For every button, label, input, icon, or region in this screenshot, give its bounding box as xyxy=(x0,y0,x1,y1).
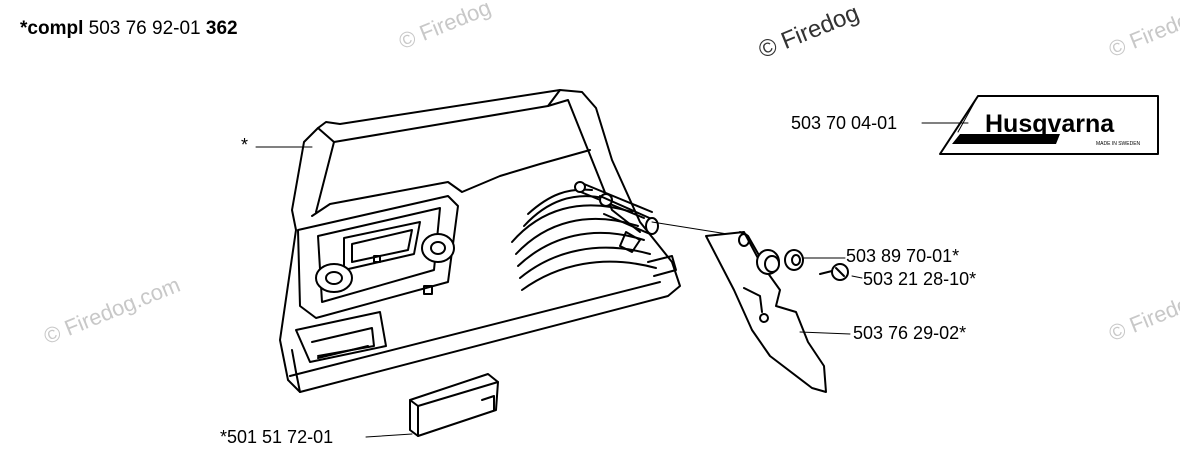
part-label-screw: 503 21 28-10* xyxy=(863,269,977,289)
part-label-nut: 503 89 70-01* xyxy=(846,246,960,266)
husqvarna-decal xyxy=(939,95,1159,155)
part-label-tab: *501 51 72-01 xyxy=(220,427,334,447)
diagram-header: *compl 503 76 92-01 362 xyxy=(20,18,238,40)
part-label-bracket: 503 76 29-02* xyxy=(853,323,967,343)
leader-lines xyxy=(255,122,969,438)
chain-cover-housing xyxy=(279,89,741,393)
fastener-set xyxy=(756,249,849,281)
header-part-number: 503 76 92-01 xyxy=(88,18,201,39)
header-model: 362 xyxy=(205,18,238,39)
header-prefix: *compl xyxy=(20,18,84,39)
part-label-cover: * xyxy=(241,135,249,155)
decal-small-text: MADE IN SWEDEN xyxy=(1096,141,1141,147)
part-label-decal: 503 70 04-01 xyxy=(791,113,898,133)
bottom-tab-part xyxy=(409,373,499,437)
decal-brand-name: Husqvarna xyxy=(985,110,1115,138)
